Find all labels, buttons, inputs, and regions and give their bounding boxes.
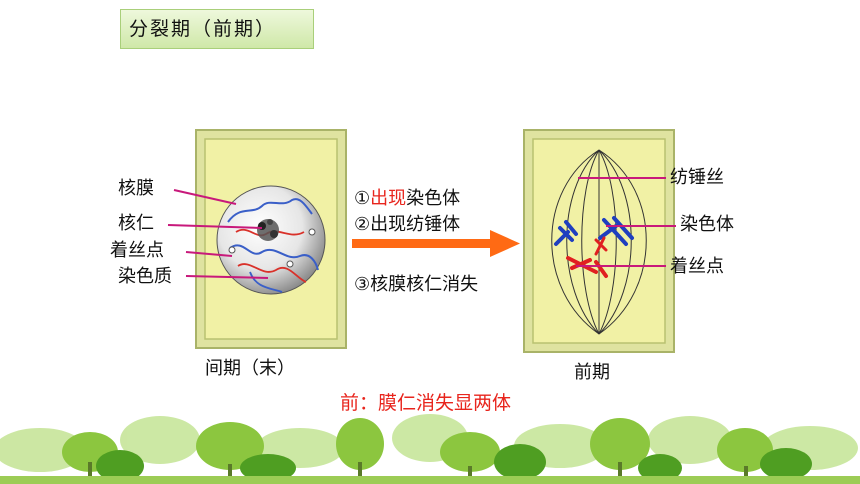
step-2-number: ② xyxy=(354,214,371,235)
pointer-chromatin xyxy=(185,275,269,279)
step-1-highlight: 出现 xyxy=(370,188,407,209)
chromatin-thread xyxy=(249,271,283,293)
caption-interphase: 间期（末） xyxy=(205,358,295,379)
centromere-dot xyxy=(308,228,316,236)
step-3-number: ③ xyxy=(354,274,371,295)
label-centromere: 着丝点 xyxy=(110,240,164,261)
label-chromosome: 染色体 xyxy=(680,214,734,235)
label-chromatin: 染色质 xyxy=(118,266,172,287)
step-2-text: 出现纺锤体 xyxy=(370,214,461,235)
label-centromere-right: 着丝点 xyxy=(670,256,724,277)
pointer-nucleolus xyxy=(167,224,263,229)
step-3: ③核膜核仁消失 xyxy=(354,274,478,296)
step-2: ②出现纺锤体 xyxy=(354,214,460,236)
centromere-dot xyxy=(228,246,236,254)
chromatin-thread xyxy=(227,198,313,223)
chromatin-thread xyxy=(237,263,307,283)
centromere-dot xyxy=(286,260,294,268)
pointer-nuclear-membrane xyxy=(173,189,237,205)
forest-decoration xyxy=(0,410,860,484)
step-3-text: 核膜核仁消失 xyxy=(370,274,479,295)
step-1: ①出现染色体 xyxy=(354,188,460,210)
label-spindle: 纺锤丝 xyxy=(670,167,724,188)
caption-prophase: 前期 xyxy=(574,362,610,383)
transition-arrow xyxy=(352,230,520,257)
left-cell xyxy=(167,129,347,349)
summary-mnemonic: 前：膜仁消失显两体 xyxy=(340,392,512,414)
nucleolus xyxy=(257,219,279,241)
chromosomes xyxy=(554,216,634,278)
label-nucleolus: 核仁 xyxy=(118,213,154,234)
pointer-centromere xyxy=(185,251,233,257)
chromatin-thread xyxy=(229,244,319,271)
label-nuclear-membrane: 核膜 xyxy=(118,178,154,199)
step-1-text: 染色体 xyxy=(406,188,461,209)
step-1-number: ① xyxy=(354,188,371,209)
right-cell xyxy=(523,129,676,353)
page-title: 分裂期（前期） xyxy=(120,9,314,49)
spindle xyxy=(551,149,647,335)
